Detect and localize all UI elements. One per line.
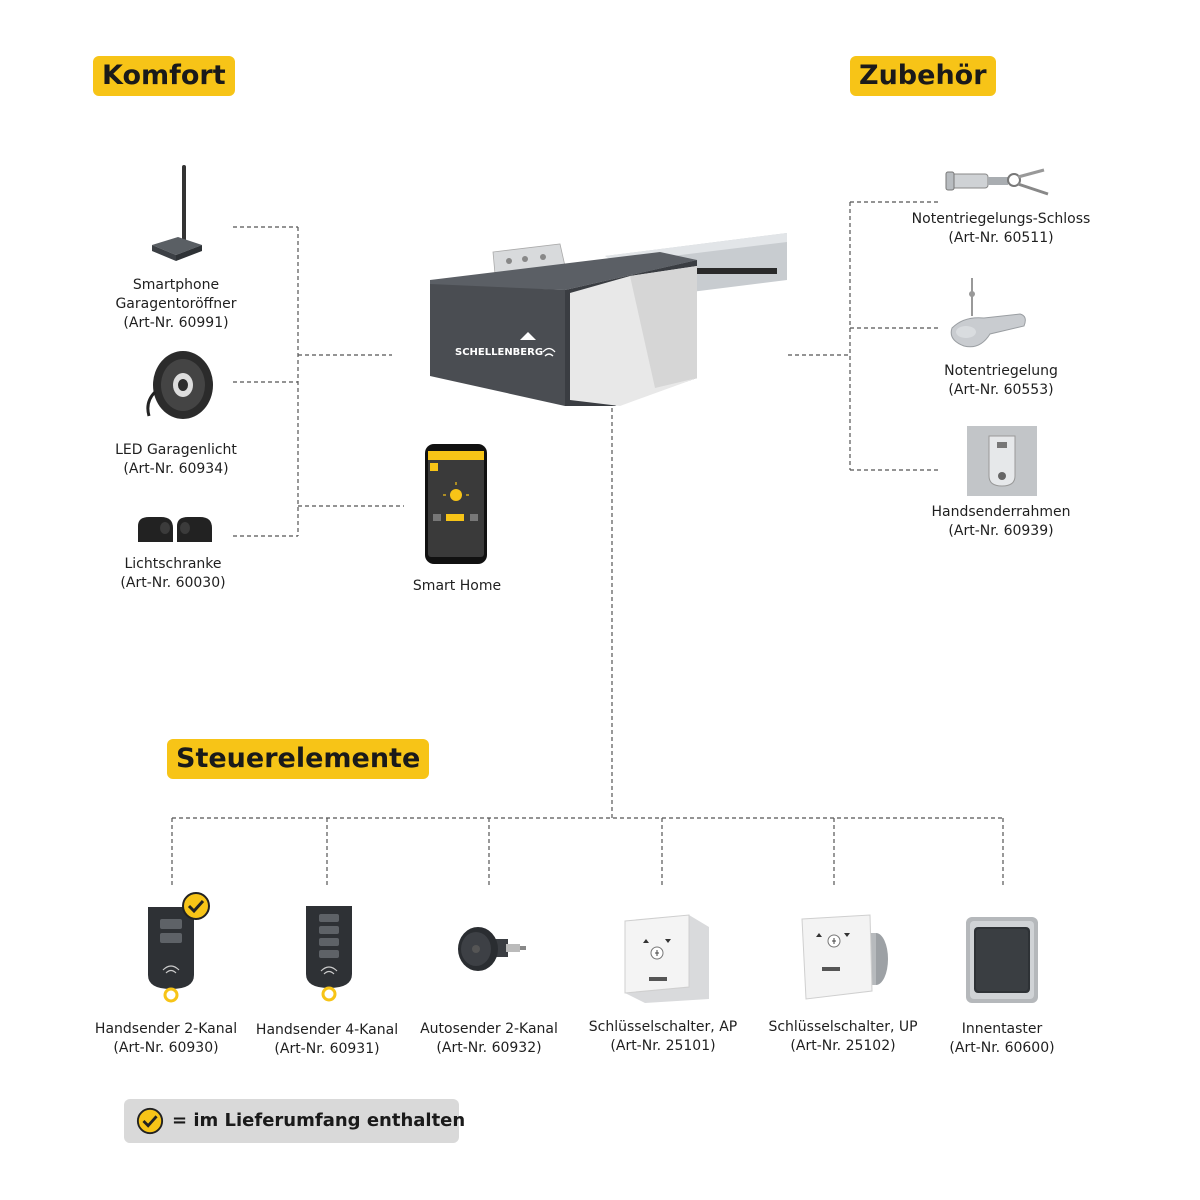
wall-button-icon — [966, 917, 1038, 1003]
section-zubehoer: Zubehör — [850, 56, 996, 96]
key-lock-icon — [945, 168, 1049, 196]
light-barrier-icon — [138, 517, 212, 542]
section-komfort: Komfort — [93, 56, 235, 96]
label-notentriegelung: Notentriegelung (Art-Nr. 60553) — [944, 363, 1058, 398]
legend: = im Lieferumfang enthalten — [124, 1099, 465, 1143]
check-circle-icon — [182, 892, 210, 920]
label-handsender-2-kanal: Handsender 2-Kanal (Art-Nr. 60930) — [94, 1021, 238, 1056]
label-smartphone-garagentoroeffner: Smartphone Garagentoröffner (Art-Nr. 609… — [115, 277, 237, 331]
label-lichtschranke: Lichtschranke (Art-Nr. 60030) — [120, 556, 226, 591]
led-strip-icon — [146, 351, 213, 419]
label-led-garagenlicht: LED Garagenlicht (Art-Nr. 60934) — [115, 442, 237, 477]
legend-text: = im Lieferumfang enthalten — [172, 1110, 466, 1131]
smartphone-icon — [425, 444, 487, 564]
motor-brand-label: SCHELLENBERG — [455, 347, 543, 358]
remote-4ch-icon — [306, 906, 352, 1002]
label-schluesselschalter-up: Schlüsselschalter, UP (Art-Nr. 25102) — [768, 1019, 918, 1054]
label-smart-home: Smart Home — [412, 578, 502, 594]
key-switch-ap-icon — [624, 914, 709, 1003]
garage-door-motor: SCHELLENBERG — [430, 233, 787, 406]
antenna-icon — [152, 165, 202, 261]
label-innentaster: Innentaster (Art-Nr. 60600) — [949, 1021, 1055, 1056]
label-autosender-2-kanal: Autosender 2-Kanal (Art-Nr. 60932) — [420, 1021, 558, 1056]
label-handsender-4-kanal: Handsender 4-Kanal (Art-Nr. 60931) — [255, 1022, 399, 1057]
release-handle-icon — [950, 278, 1026, 348]
section-steuerelemente: Steuerelemente — [167, 739, 430, 779]
label-schluesselschalter-ap: Schlüsselschalter, AP (Art-Nr. 25101) — [588, 1019, 738, 1054]
remote-holder-icon — [967, 426, 1037, 496]
label-handsenderrahmen: Handsenderrahmen (Art-Nr. 60939) — [931, 504, 1071, 539]
remote-2ch-icon — [148, 907, 194, 1003]
label-notentriegelungs-schloss: Notentriegelungs-Schloss (Art-Nr. 60511) — [911, 211, 1091, 246]
key-switch-up-icon — [801, 914, 888, 1000]
check-circle-icon — [136, 1107, 164, 1135]
car-sender-icon — [458, 927, 526, 971]
